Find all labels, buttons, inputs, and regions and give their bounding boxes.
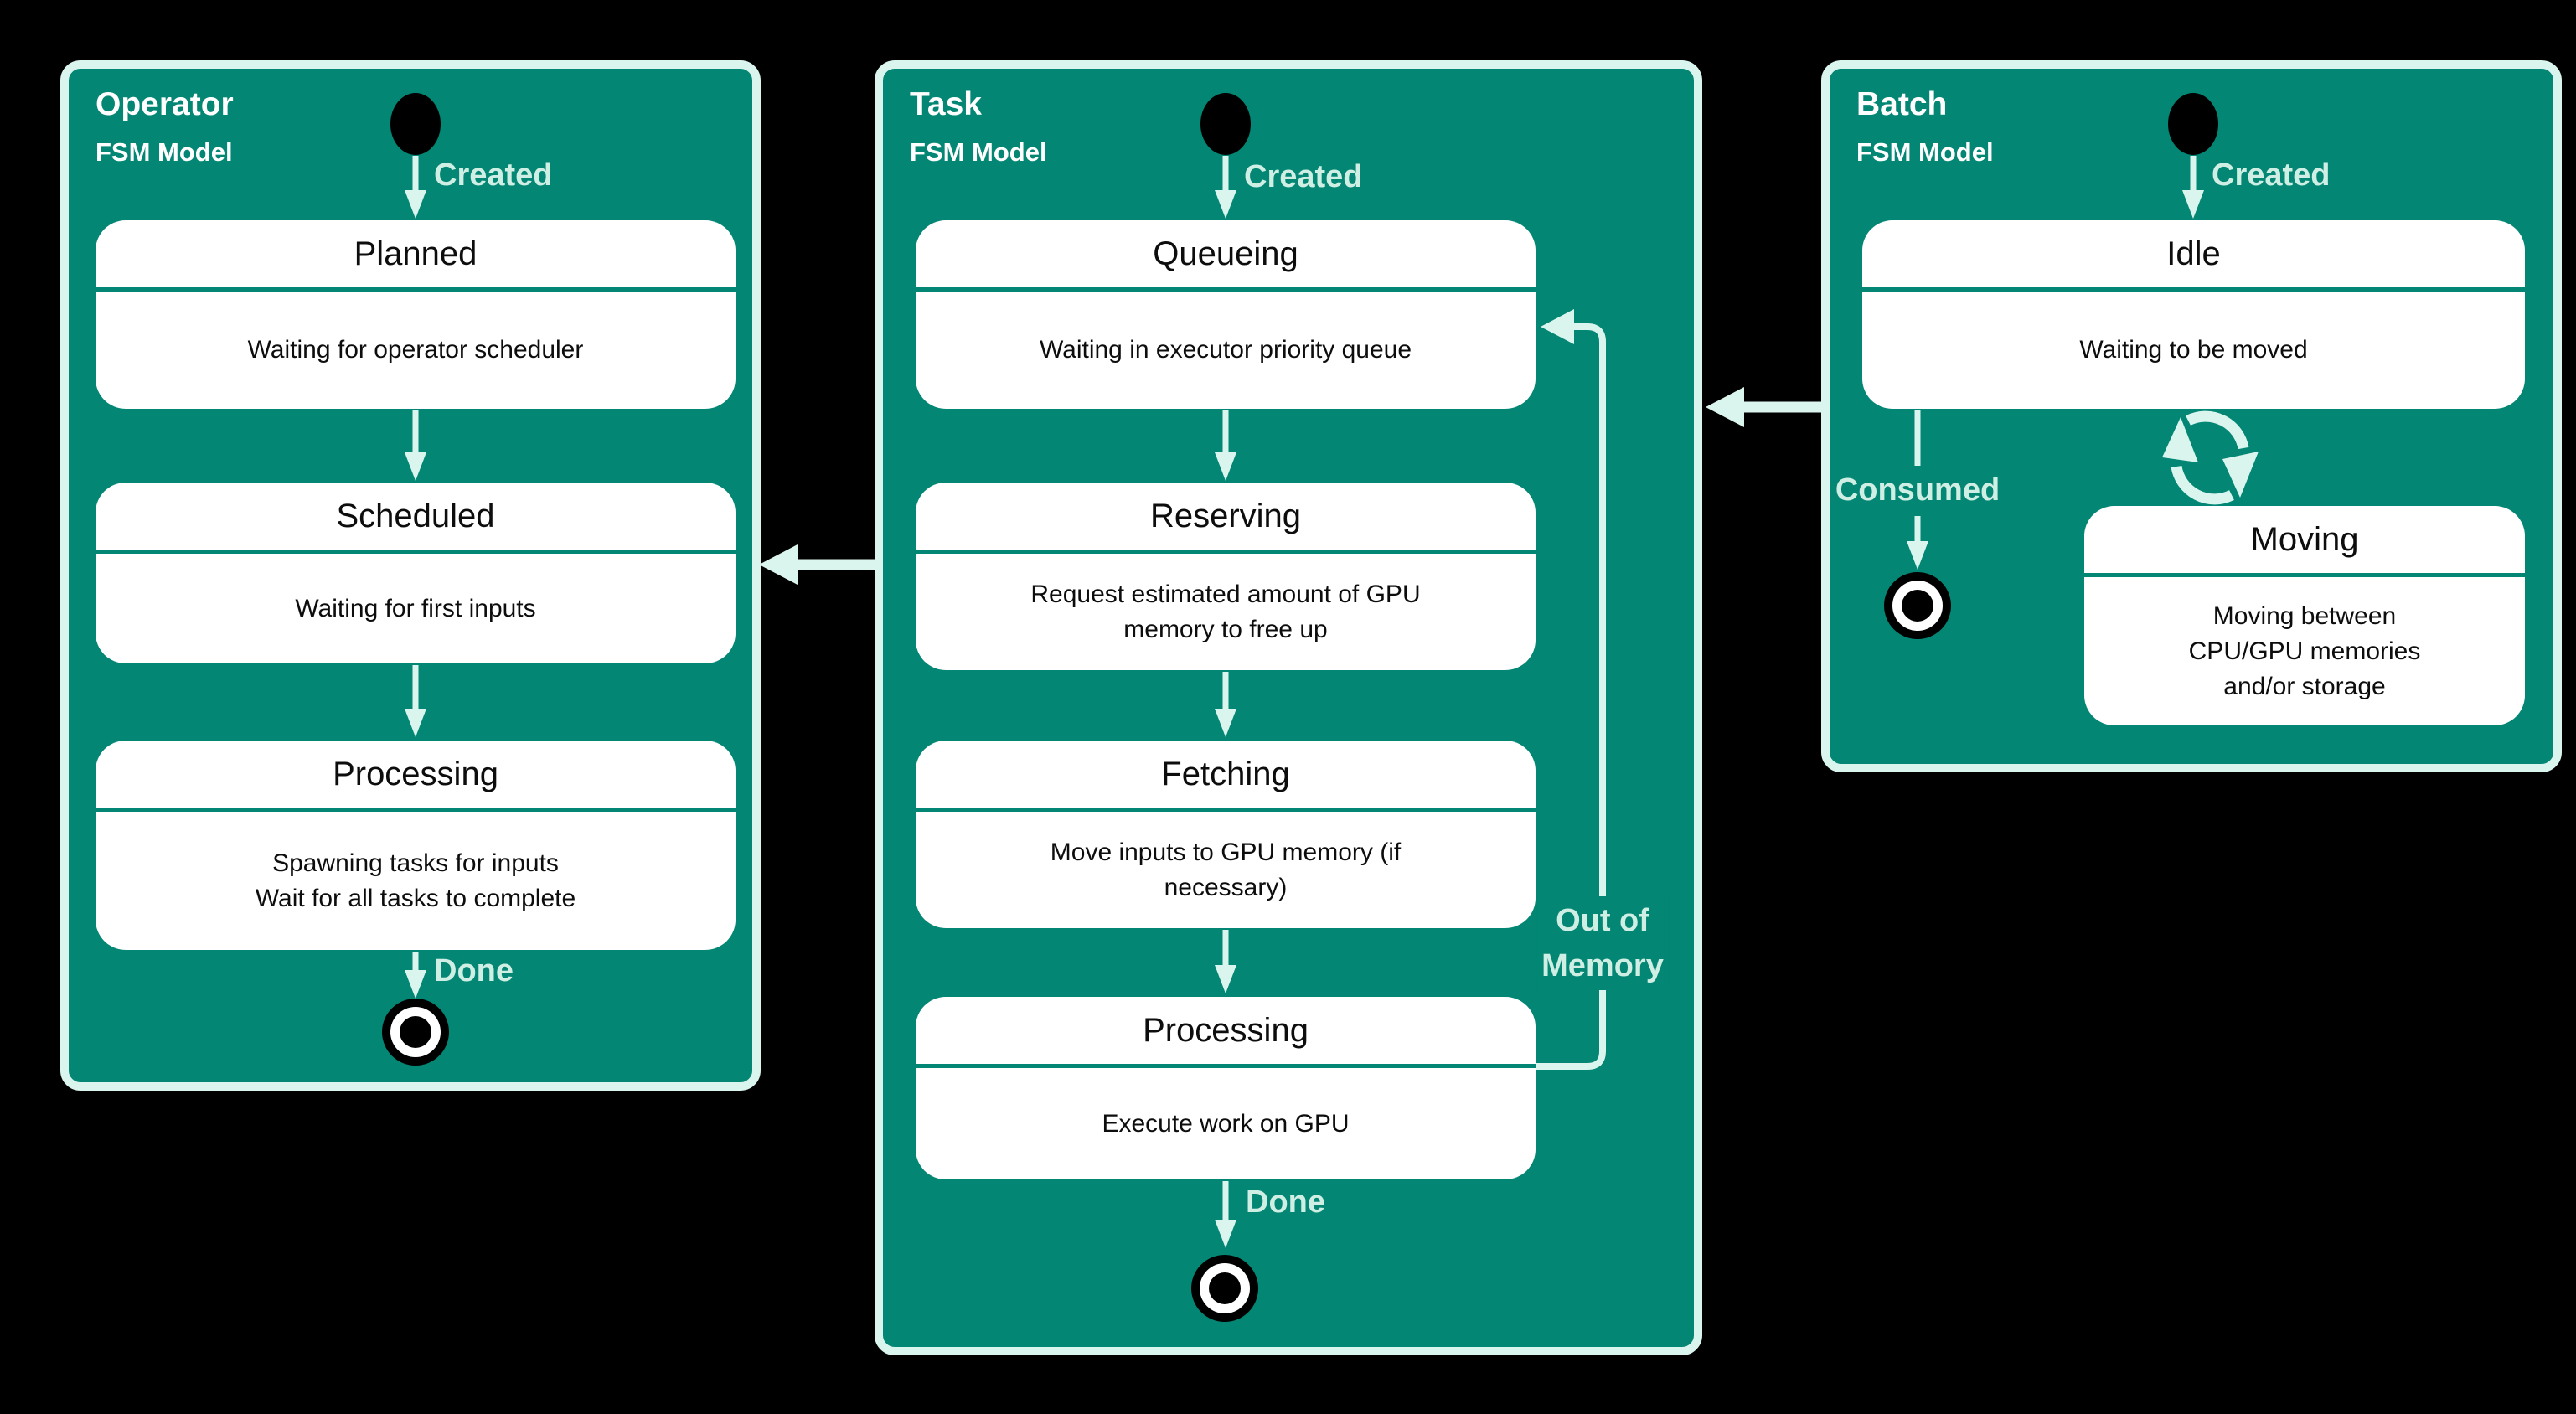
batch-created-arrow bbox=[2182, 156, 2204, 219]
state-planned-title: Planned bbox=[354, 235, 478, 272]
state-planned-desc: Waiting for operator scheduler bbox=[247, 336, 584, 364]
state-divider bbox=[96, 550, 736, 554]
operator-initial-state-icon bbox=[390, 93, 441, 155]
state-planned: Planned Waiting for operator scheduler bbox=[96, 220, 736, 409]
state-moving: Moving Moving between CPU/GPU memories a… bbox=[2084, 506, 2525, 725]
task-panel-header: Task FSM Model bbox=[910, 85, 1047, 169]
state-queueing: Queueing Waiting in executor priority qu… bbox=[916, 220, 1536, 409]
task-transition-arrow bbox=[1215, 930, 1236, 993]
task-transition-arrow bbox=[1215, 410, 1236, 481]
state-moving-desc: Moving between CPU/GPU memories and/or s… bbox=[2188, 601, 2421, 700]
state-fetching-title: Fetching bbox=[1161, 755, 1290, 792]
cycle-icon bbox=[2162, 410, 2259, 505]
operator-done-arrow bbox=[405, 952, 426, 999]
state-divider bbox=[1862, 287, 2525, 292]
state-task-processing-title: Processing bbox=[1143, 1011, 1309, 1049]
operator-panel-subtitle: FSM Model bbox=[96, 137, 233, 167]
operator-created-label: Created bbox=[434, 157, 553, 193]
operator-final-state-icon bbox=[382, 999, 449, 1066]
state-divider bbox=[96, 287, 736, 292]
task-initial-state-icon bbox=[1200, 93, 1251, 155]
task-panel-subtitle: FSM Model bbox=[910, 137, 1047, 167]
state-scheduled-desc: Waiting for first inputs bbox=[295, 594, 536, 622]
state-reserving-desc: Request estimated amount of GPU memory t… bbox=[1030, 580, 1421, 643]
state-reserving-title: Reserving bbox=[1149, 497, 1302, 534]
state-divider bbox=[916, 287, 1536, 292]
operator-transition-arrow bbox=[405, 665, 426, 737]
state-operator-processing: Processing Spawning tasks for inputs Wai… bbox=[96, 741, 736, 950]
task-done-arrow bbox=[1215, 1181, 1236, 1248]
operator-panel-title: Operator bbox=[96, 86, 234, 122]
state-queueing-desc: Waiting in executor priority queue bbox=[1039, 336, 1412, 364]
task-done-label: Done bbox=[1246, 1184, 1325, 1220]
state-divider bbox=[2084, 573, 2525, 577]
state-idle-title: Idle bbox=[2166, 235, 2221, 272]
state-fetching-desc: Move inputs to GPU memory (if necessary) bbox=[1050, 838, 1402, 901]
batch-panel-header: Batch FSM Model bbox=[1856, 85, 1994, 169]
batch-panel-subtitle: FSM Model bbox=[1856, 137, 1994, 167]
state-idle: Idle Waiting to be moved bbox=[1862, 220, 2525, 409]
state-operator-processing-title: Processing bbox=[333, 755, 498, 792]
state-divider bbox=[916, 808, 1536, 812]
consumed-label: Consumed bbox=[1835, 472, 2000, 508]
state-divider bbox=[916, 1064, 1536, 1068]
state-divider bbox=[96, 808, 736, 812]
task-created-label: Created bbox=[1244, 159, 1363, 194]
out-of-memory-loop-arrow bbox=[1536, 309, 1606, 1070]
state-queueing-title: Queueing bbox=[1153, 235, 1298, 272]
task-transition-arrow bbox=[1215, 672, 1236, 737]
out-of-memory-label: Out of Memory bbox=[1536, 896, 1669, 990]
state-scheduled: Scheduled Waiting for first inputs bbox=[96, 483, 736, 663]
operator-created-arrow bbox=[405, 156, 426, 219]
state-scheduled-title: Scheduled bbox=[336, 497, 495, 534]
operator-done-label: Done bbox=[434, 953, 514, 988]
task-panel-title: Task bbox=[910, 86, 982, 122]
state-task-processing: Processing Execute work on GPU bbox=[916, 997, 1536, 1179]
operator-panel-header: Operator FSM Model bbox=[96, 85, 234, 169]
batch-created-label: Created bbox=[2212, 157, 2331, 193]
task-to-operator-arrow bbox=[759, 544, 875, 585]
task-final-state-icon bbox=[1191, 1255, 1258, 1322]
state-divider bbox=[916, 550, 1536, 554]
batch-to-task-arrow bbox=[1706, 387, 1821, 427]
task-created-arrow bbox=[1215, 156, 1236, 219]
state-reserving: Reserving Request estimated amount of GP… bbox=[916, 483, 1536, 670]
state-operator-processing-desc: Spawning tasks for inputs Wait for all t… bbox=[255, 849, 576, 912]
batch-panel-title: Batch bbox=[1856, 86, 1948, 122]
operator-transition-arrow bbox=[405, 410, 426, 481]
state-task-processing-desc: Execute work on GPU bbox=[1102, 1109, 1350, 1138]
batch-final-state-icon bbox=[1884, 572, 1951, 639]
batch-initial-state-icon bbox=[2168, 93, 2218, 155]
state-fetching: Fetching Move inputs to GPU memory (if n… bbox=[916, 741, 1536, 928]
consumed-arrow bbox=[1907, 410, 1928, 570]
state-moving-title: Moving bbox=[2250, 520, 2359, 558]
state-idle-desc: Waiting to be moved bbox=[2079, 336, 2308, 364]
